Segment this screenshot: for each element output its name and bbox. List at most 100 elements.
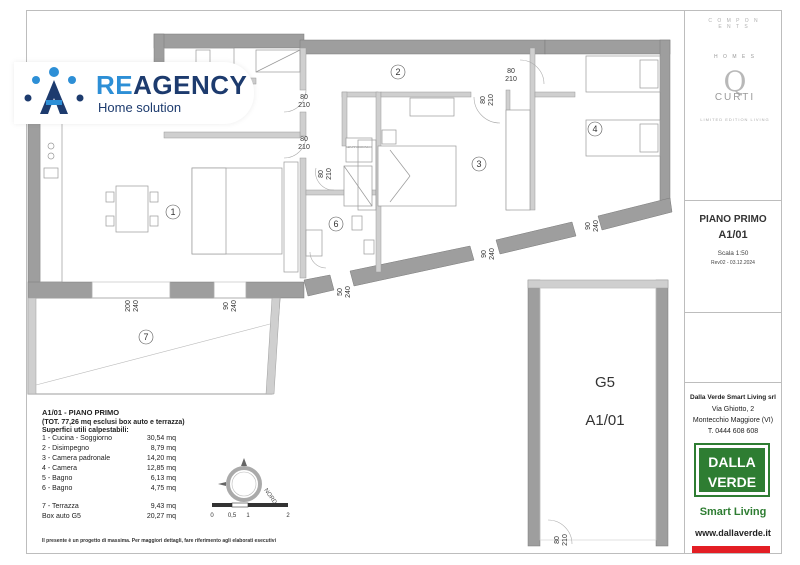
window-width: 50 <box>337 288 344 296</box>
garage-door-dimensions: 80 210 <box>554 534 569 546</box>
legend-total: (TOT. 77,26 mq esclusi box auto e terraz… <box>42 419 185 426</box>
reagency-mark-icon <box>24 67 84 114</box>
window-height: 240 <box>489 248 496 260</box>
garage-box <box>524 264 670 547</box>
extra-name: Box auto G5 <box>42 513 81 520</box>
dallaverde-line1: DALLA <box>708 454 756 470</box>
room-number: 2 <box>395 67 400 77</box>
title-block-divider <box>684 10 685 554</box>
floor-title: PIANO PRIMO <box>699 214 767 225</box>
company-phone: T. 0444 608 608 <box>707 428 759 435</box>
room-name: 2 - Disimpegno <box>42 445 90 452</box>
legend-row: 1 - Cucina - Soggiorno 30,54 mq <box>42 434 176 444</box>
room-number: 4 <box>592 124 597 134</box>
legend-row: 2 - Disimpegno 8,79 mq <box>42 444 176 454</box>
title-block-rule-3 <box>684 382 782 383</box>
legend-row: 5 - Bagno 6,13 mq <box>42 474 176 484</box>
revision-text: Rev02 - 03.12.2024 <box>711 260 755 266</box>
room-markers <box>138 64 603 345</box>
room-area: 12,85 mq <box>146 465 176 472</box>
dallaverde-line2: VERDE <box>707 474 757 490</box>
room-number: 1 <box>170 207 175 217</box>
door-width: 80 <box>300 136 308 143</box>
scale-tick: 2 <box>286 513 290 519</box>
window-height: 240 <box>133 300 140 312</box>
scale-tick: 0 <box>210 513 214 519</box>
scale-tick: 0,5 <box>228 513 237 519</box>
legend-row: 4 - Camera 12,85 mq <box>42 464 176 474</box>
room-name: 4 - Camera <box>42 465 78 472</box>
room-name: 3 - Camera padronale <box>42 455 111 462</box>
door-width: 80 <box>300 94 308 101</box>
garage-door-height: 210 <box>562 534 569 546</box>
title-block-rule-2 <box>684 312 782 313</box>
scale-bar: 0 0,5 1 2 <box>210 502 290 519</box>
brand-red-bar <box>692 546 770 553</box>
room-number: 6 <box>333 219 338 229</box>
curti-letter: Q <box>723 65 747 98</box>
extra-name: 7 - Terrazza <box>42 503 79 510</box>
door-height: 210 <box>298 102 310 109</box>
curti-logo: H O M E S Q CURTI LIMITED EDITION LIVING <box>700 54 770 122</box>
brand-re: RE <box>96 70 134 100</box>
company-tagline: Smart Living <box>699 506 767 518</box>
disclaimer: Il presente è un progetto di massima. Pe… <box>42 538 276 544</box>
sheet-frame <box>26 10 782 554</box>
legend-row: 6 - Bagno 4,75 mq <box>42 484 176 494</box>
room-number: 3 <box>476 159 481 169</box>
garage-name: G5 <box>594 374 615 391</box>
reagency-logo: REAGENCY Home solution <box>14 62 254 124</box>
room-name: 5 - Bagno <box>42 475 73 482</box>
door-height: 210 <box>505 76 517 83</box>
reagency-title: REAGENCY <box>96 70 247 101</box>
window-height: 240 <box>593 220 600 232</box>
room-area: 14,20 mq <box>146 455 176 462</box>
legend-heading: Superfici utili calpestabili: <box>42 427 129 434</box>
window-height: 240 <box>231 300 238 312</box>
curti-tag: LIMITED EDITION LIVING <box>700 117 770 122</box>
company-address: Via Ghiotto, 2 <box>711 406 755 413</box>
room-area: 30,54 mq <box>146 435 176 442</box>
door-height: 210 <box>326 168 333 180</box>
door-swings <box>283 59 545 269</box>
window-width: 90 <box>481 250 488 258</box>
dining-table <box>105 185 159 233</box>
boiler-text: GRUPPO IDRONICO <box>347 145 372 149</box>
title-block-rule-1 <box>684 200 782 201</box>
room-area: 4,75 mq <box>150 485 176 492</box>
legend-row: 7 - Terrazza 9,43 mq <box>42 502 176 512</box>
terrace <box>27 281 281 395</box>
area-legend: A1/01 - PIANO PRIMO (TOT. 77,26 mq esclu… <box>42 408 242 522</box>
legend-title: A1/01 - PIANO PRIMO <box>42 408 120 417</box>
curti-homes: H O M E S <box>714 54 756 60</box>
room-name: 6 - Bagno <box>42 485 73 492</box>
room-area: 8,79 mq <box>150 445 176 452</box>
door-width: 80 <box>480 96 487 104</box>
window-width: 200 <box>125 300 132 312</box>
boiler-label: GRUPPO IDRONICO <box>347 145 372 149</box>
room-number: 7 <box>143 332 148 342</box>
opening-dimensions: 80 210 80 210 80 210 80 210 80 210 200 2… <box>125 68 600 312</box>
window-height: 240 <box>345 286 352 298</box>
brand-agency: AGENCY <box>133 70 248 100</box>
company-city: Montecchio Maggiore (VI) <box>692 417 774 424</box>
window-width: 90 <box>585 222 592 230</box>
room-area: 6,13 mq <box>150 475 176 482</box>
legend-row: 3 - Camera padronale 14,20 mq <box>42 454 176 464</box>
window-width: 90 <box>223 302 230 310</box>
garage-unit: A1/01 <box>585 412 625 429</box>
scale-tick: 1 <box>246 513 250 519</box>
garage-door-width: 80 <box>554 536 561 544</box>
door-width: 80 <box>318 170 325 178</box>
company-name: Dalla Verde Smart Living srl <box>690 394 776 401</box>
extra-area: 9,43 mq <box>150 503 176 510</box>
dallaverde-logo: DALLA VERDE <box>694 443 770 497</box>
door-width: 80 <box>507 68 515 75</box>
room-name: 1 - Cucina - Soggiorno <box>42 435 113 442</box>
company-website[interactable]: www.dallaverde.it <box>695 528 771 538</box>
sofa <box>191 161 299 273</box>
curti-top-line: C O M P O N E N T S <box>708 18 760 30</box>
scale-text: Scala 1:50 <box>717 250 749 257</box>
